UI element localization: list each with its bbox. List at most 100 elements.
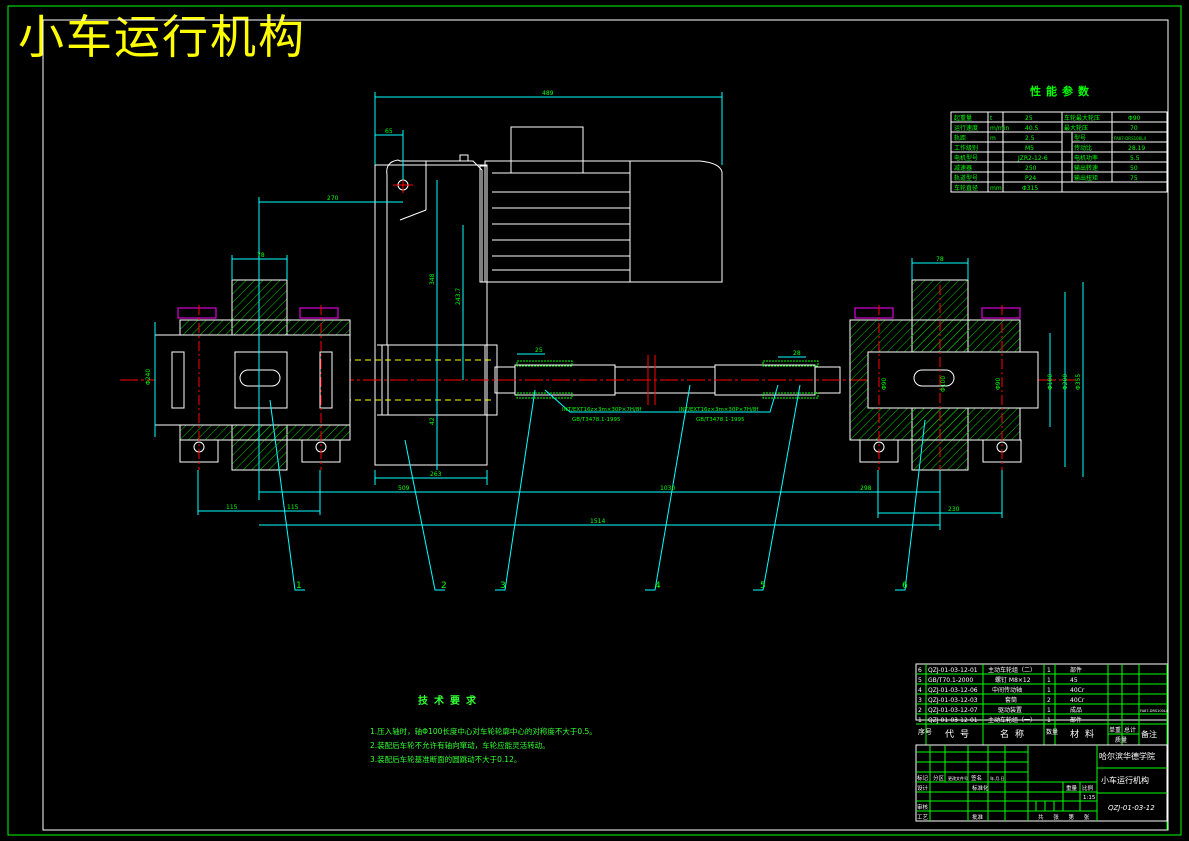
svg-text:数量: 数量 [1046,728,1058,736]
svg-text:1: 1 [1047,717,1051,724]
coupling-hatch-right [762,360,819,367]
svg-text:Φ315: Φ315 [1022,185,1038,192]
svg-text:减速器: 减速器 [954,164,972,172]
performance-title: 性能参数 [1030,84,1094,98]
svg-text:审核: 审核 [917,803,929,811]
wheel-assembly-left [154,279,351,471]
svg-text:螺钉 M8×12: 螺钉 M8×12 [995,676,1031,684]
svg-text:工艺: 工艺 [917,814,929,821]
dim-dia-inner-1: Φ90 [881,377,888,390]
svg-text:比例: 比例 [1082,784,1094,792]
svg-text:1:15: 1:15 [1083,795,1096,801]
svg-text:P24: P24 [1025,175,1036,182]
svg-text:成品: 成品 [1070,706,1082,714]
svg-text:部件: 部件 [1070,716,1082,724]
spline-note-right-2: GB/T3478.1-1995 [696,417,745,423]
svg-text:45: 45 [1070,677,1078,684]
dim-gear-lower: 42 [429,417,436,425]
coupling-hatch-left [516,360,573,367]
performance-table: 起重量 t 25 车轮最大轮压 Φ90 运行速度 m/min 40.5 最大轮压… [950,111,1168,193]
spline-notes: INT/EXT16z×3m×30P×7H/8f GB/T3478.1-1995 … [562,407,759,423]
svg-text:主动车轮组（一）: 主动车轮组（一） [988,716,1036,724]
svg-text:标记: 标记 [917,774,929,782]
marker [299,307,339,319]
dim-dia-inner-3: Φ90 [995,377,1002,390]
svg-text:6: 6 [918,667,922,674]
svg-text:1: 1 [1047,687,1051,694]
svg-text:25: 25 [1025,115,1033,122]
svg-text:QZJ-01-03-12-03: QZJ-01-03-12-03 [928,697,978,704]
svg-text:套筒: 套筒 [1005,696,1017,704]
svg-text:分区: 分区 [933,774,945,782]
dim-dia-left: Φ240 [145,369,152,385]
svg-text:250: 250 [1025,165,1037,172]
technical-requirement-2: 2.装配后车轮不允许有轴向窜动，车轮应能灵活转动。 [370,741,550,750]
svg-text:1: 1 [1047,707,1051,714]
svg-text:代号: 代号 [945,729,975,740]
svg-text:批准: 批准 [972,813,984,821]
svg-text:哈尔滨华德学院: 哈尔滨华德学院 [1099,751,1155,761]
svg-text:小车运行机构: 小车运行机构 [1101,775,1149,785]
svg-text:3: 3 [918,697,922,704]
dim-gear-height-1: 348 [429,273,436,285]
svg-text:2: 2 [918,707,922,714]
svg-text:FA87-DRS100L4: FA87-DRS100L4 [1114,136,1146,141]
svg-text:型号: 型号 [1074,134,1086,142]
svg-text:总计: 总计 [1124,726,1136,734]
svg-text:2: 2 [1047,697,1051,704]
svg-text:QZJ-01-03-12-06: QZJ-01-03-12-06 [928,687,978,694]
svg-text:电机功率: 电机功率 [1074,154,1098,162]
parts-list: 6 QZJ-01-03-12-01 主动车轮组（二） 1 部件 5 GB/T70… [915,663,1169,830]
marker [854,307,894,319]
svg-text:年.月.日: 年.月.日 [990,775,1005,781]
svg-text:质量: 质量 [1115,736,1127,744]
dim-right-span: 298 [860,485,872,492]
svg-text:5: 5 [918,677,922,684]
svg-text:70: 70 [1130,125,1138,132]
dim-wheel-width-left: 78 [257,252,265,259]
balloon-5: 5 [760,581,766,591]
svg-text:共 张 第 张: 共 张 第 张 [1038,813,1093,821]
motor-terminal-box [510,126,584,174]
inner-border [42,19,1169,831]
svg-text:重量: 重量 [1066,784,1078,792]
dim-top-overall: 489 [542,90,554,97]
svg-text:40Cr: 40Cr [1070,687,1085,694]
svg-text:FA87-DRS100L4: FA87-DRS100L4 [1140,709,1169,713]
spline-note-left-1: INT/EXT16z×3m×30P×7H/8f [562,407,642,413]
balloon-6: 6 [902,581,908,591]
svg-text:输出扭矩: 输出扭矩 [1074,174,1098,182]
svg-text:5.5: 5.5 [1130,155,1140,162]
svg-text:轨道型号: 轨道型号 [954,174,978,182]
svg-text:车轮直径: 车轮直径 [954,184,978,192]
gearbox-housing [374,164,488,466]
svg-text:电机型号: 电机型号 [954,154,978,162]
dim-wheel-width-right: 78 [936,256,944,263]
motor-body [484,160,723,283]
svg-text:起重量: 起重量 [954,114,972,122]
svg-text:更改文件号: 更改文件号 [948,775,968,781]
svg-text:QZJ-01-03-12-01: QZJ-01-03-12-01 [928,667,978,674]
dim-right-bearing: 230 [948,506,960,513]
svg-text:最大轮压: 最大轮压 [1064,124,1088,132]
dim-left-bearing-b: 115 [287,504,299,511]
svg-text:名称: 名称 [1000,728,1030,740]
dimension-texts: 489 65 270 78 78 348 243.7 42 263 509 10… [145,90,1082,525]
svg-text:40.5: 40.5 [1025,125,1039,132]
svg-text:1: 1 [918,717,922,724]
technical-requirements: 技术要求 1.压入轴时，轴Φ100长度中心对车轮轮廓中心的对称度不大于0.5。 … [370,695,690,767]
dim-dia-right-2: Φ200 [1062,374,1069,390]
balloon-2: 2 [441,581,447,591]
dim-total-span: 1514 [590,518,605,525]
svg-text:轨距: 轨距 [954,134,966,142]
svg-text:单重: 单重 [1109,726,1121,734]
dim-dia-right-1: Φ100 [1047,374,1054,390]
spline-note-right-1: INT/EXT16z×3m×30P×7H/8f [679,407,759,413]
svg-text:序号: 序号 [918,727,932,736]
svg-text:JZR2-12-6: JZR2-12-6 [1017,155,1048,162]
svg-text:材料: 材料 [1070,728,1100,740]
spline-note-left-2: GB/T3478.1-1995 [572,417,621,423]
outer-border [7,5,1182,836]
svg-text:75: 75 [1130,175,1138,182]
